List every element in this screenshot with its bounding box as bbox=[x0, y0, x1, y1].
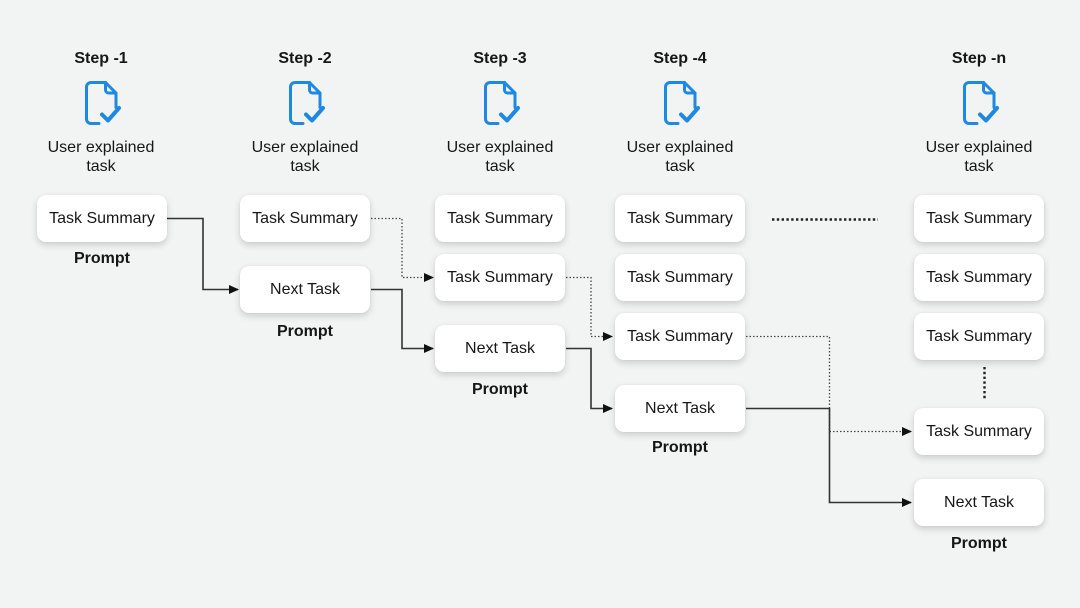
task-summary-box: Task Summary bbox=[615, 195, 745, 242]
next-task-box: Next Task bbox=[914, 479, 1044, 526]
step-subtitle: User explained task bbox=[251, 139, 359, 175]
step-header-4: Step -4 User explained task bbox=[600, 50, 760, 176]
connector-solid-step1-to-step2 bbox=[167, 217, 239, 294]
connector-dotted-step4-to-stepn bbox=[746, 335, 912, 436]
task-summary-box: Task Summary bbox=[435, 195, 565, 242]
step-subtitle: User explained task bbox=[47, 139, 155, 175]
next-task-box: Next Task bbox=[240, 266, 370, 313]
step-title: Step -4 bbox=[653, 50, 707, 67]
step-header-n: Step -n User explained task bbox=[899, 50, 1059, 176]
task-summary-box: Task Summary bbox=[435, 254, 565, 301]
connector-solid-step4-to-stepn bbox=[746, 407, 912, 507]
document-check-icon bbox=[81, 80, 121, 128]
step-subtitle: User explained task bbox=[626, 139, 734, 175]
next-task-box: Next Task bbox=[615, 385, 745, 432]
task-summary-box: Task Summary bbox=[37, 195, 167, 242]
connector-dotted-step2-to-step3 bbox=[371, 217, 434, 282]
document-check-icon bbox=[480, 80, 520, 128]
step-subtitle: User explained task bbox=[925, 139, 1033, 175]
task-summary-box: Task Summary bbox=[914, 408, 1044, 455]
prompt-label: Prompt bbox=[652, 439, 708, 456]
task-summary-box: Task Summary bbox=[615, 313, 745, 360]
connector-solid-step3-to-step4 bbox=[566, 347, 613, 413]
step-header-3: Step -3 User explained task bbox=[420, 50, 580, 176]
prompt-label: Prompt bbox=[472, 381, 528, 398]
prompt-label: Prompt bbox=[277, 323, 333, 340]
step-header-1: Step -1 User explained task bbox=[21, 50, 181, 176]
step-subtitle: User explained task bbox=[446, 139, 554, 175]
prompt-label: Prompt bbox=[74, 250, 130, 267]
task-summary-box: Task Summary bbox=[914, 313, 1044, 360]
step-title: Step -3 bbox=[473, 50, 527, 67]
task-summary-box: Task Summary bbox=[914, 195, 1044, 242]
document-check-icon bbox=[959, 80, 999, 128]
document-check-icon bbox=[660, 80, 700, 128]
document-check-icon bbox=[285, 80, 325, 128]
task-summary-box: Task Summary bbox=[914, 254, 1044, 301]
step-title: Step -1 bbox=[74, 50, 128, 67]
step-title: Step -n bbox=[951, 50, 1007, 67]
next-task-box: Next Task bbox=[435, 325, 565, 372]
step-title: Step -2 bbox=[278, 50, 332, 67]
step-header-2: Step -2 User explained task bbox=[225, 50, 385, 176]
prompt-label: Prompt bbox=[951, 535, 1007, 552]
task-summary-box: Task Summary bbox=[240, 195, 370, 242]
task-summary-box: Task Summary bbox=[615, 254, 745, 301]
connector-dotted-step3-to-step4 bbox=[566, 276, 613, 341]
connector-solid-step2-to-step3 bbox=[371, 288, 434, 353]
